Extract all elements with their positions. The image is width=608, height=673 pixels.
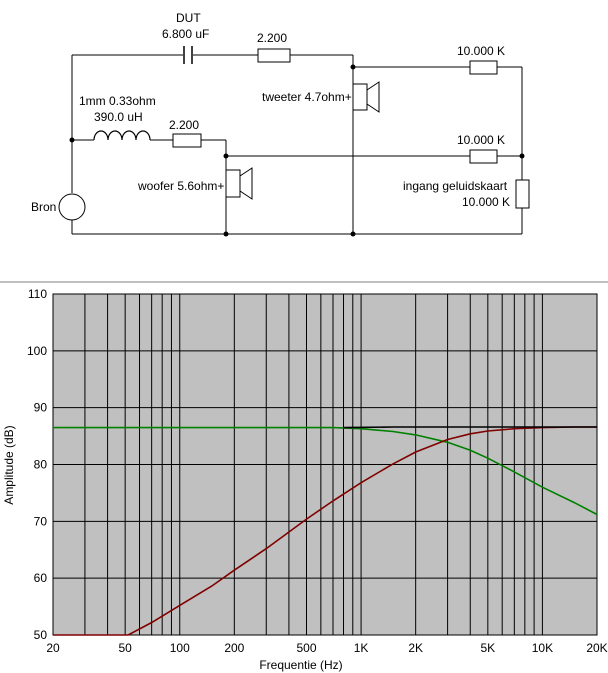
x-tick-label: 5K: [480, 641, 495, 655]
y-tick-label: 110: [28, 287, 47, 301]
x-tick-label: 10K: [532, 641, 553, 655]
resistor-top-value: 2.200: [257, 31, 287, 45]
tweeter-label: tweeter 4.7ohm+: [262, 90, 352, 104]
x-tick-label: 20K: [586, 641, 607, 655]
y-tick-label: 90: [34, 401, 48, 415]
resistor-right-top[interactable]: [469, 60, 498, 75]
y-tick-labels: 50 60 70 80 90 100 110: [27, 287, 47, 642]
x-tick-label: 500: [296, 641, 316, 655]
tweeter-speaker[interactable]: [352, 81, 380, 113]
inductor-value: 390.0 uH: [94, 110, 143, 124]
capacitor-dut[interactable]: [183, 46, 193, 64]
series-line-woofer: [53, 426, 598, 516]
source-label: Bron: [31, 200, 56, 214]
resistor-input[interactable]: [515, 179, 530, 209]
x-tick-labels: 20 50 100 200 500 1K 2K 5K 10K 20K: [46, 641, 607, 655]
resistor-right-mid-value: 10.000 K: [457, 133, 505, 147]
series-line-sum: [343, 426, 597, 429]
y-axis-label: Amplitude (dB): [2, 425, 16, 504]
source-bron[interactable]: [58, 193, 86, 221]
y-tick-label: 100: [27, 344, 47, 358]
x-tick-label: 100: [170, 641, 190, 655]
dut-label: DUT: [176, 11, 201, 25]
inductor-coil[interactable]: [93, 130, 151, 141]
woofer-label: woofer 5.6ohm+: [137, 179, 224, 193]
dut-value: 6.800 uF: [162, 27, 209, 41]
x-tick-label: 1K: [354, 641, 369, 655]
x-tick-label: 20: [46, 641, 60, 655]
input-value: 10.000 K: [462, 195, 510, 209]
resistor-top[interactable]: [257, 48, 291, 63]
inductor-label: 1mm 0.33ohm: [79, 94, 156, 108]
input-label: ingang geluidskaart: [403, 179, 508, 193]
x-tick-label: 200: [224, 641, 244, 655]
y-tick-label: 50: [34, 628, 48, 642]
series-line-tweeter: [53, 426, 597, 636]
woofer-speaker[interactable]: [225, 167, 253, 200]
resistor-mid[interactable]: [172, 133, 202, 148]
series-layer: [53, 426, 598, 636]
y-tick-label: 60: [34, 571, 48, 585]
x-tick-label: 50: [118, 641, 132, 655]
y-tick-label: 80: [34, 458, 48, 472]
panel-divider: [0, 281, 608, 283]
resistor-right-mid[interactable]: [469, 149, 498, 164]
junction-dots: [69, 64, 525, 237]
resistor-mid-value: 2.200: [169, 118, 199, 132]
x-axis-label: Frequentie (Hz): [259, 658, 342, 672]
resistor-right-top-value: 10.000 K: [457, 44, 505, 58]
y-tick-label: 70: [34, 514, 48, 528]
x-tick-label: 2K: [408, 641, 423, 655]
grid-lines: [53, 294, 597, 635]
